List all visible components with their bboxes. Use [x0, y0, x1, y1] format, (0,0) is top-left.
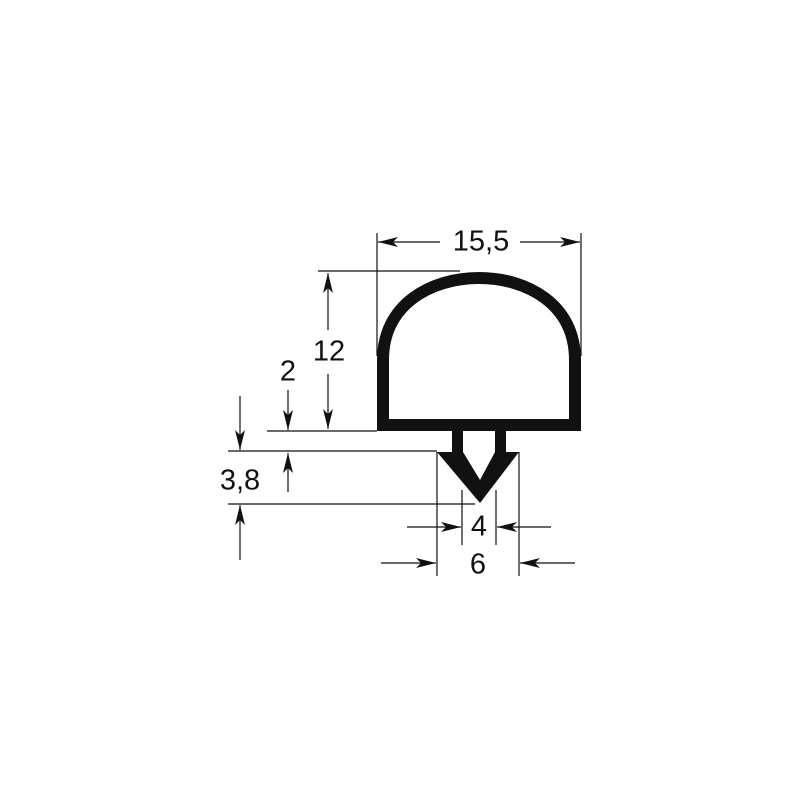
dimension-width: 15,5 [376, 226, 582, 356]
dimension-stem-width: 4 [407, 490, 551, 545]
dome-body [377, 271, 581, 431]
gasket-profile [377, 271, 581, 503]
dimension-base-thickness: 2 [280, 356, 296, 492]
dimension-label-barb-width: 6 [470, 549, 486, 581]
dimension-label-width: 15,5 [453, 226, 509, 258]
stem-right-wall [495, 425, 506, 457]
dimension-label-height: 12 [313, 336, 345, 368]
dimension-barb-height: 3,8 [220, 396, 475, 560]
dimension-height: 12 [267, 270, 460, 432]
barb-arrowhead [437, 452, 519, 503]
stem-left-wall [452, 425, 463, 457]
dimension-label-base: 2 [280, 356, 296, 388]
dimension-label-barb-height: 3,8 [220, 465, 260, 497]
dimension-label-stem: 4 [471, 511, 487, 543]
dimension-barb-width: 6 [381, 452, 575, 581]
